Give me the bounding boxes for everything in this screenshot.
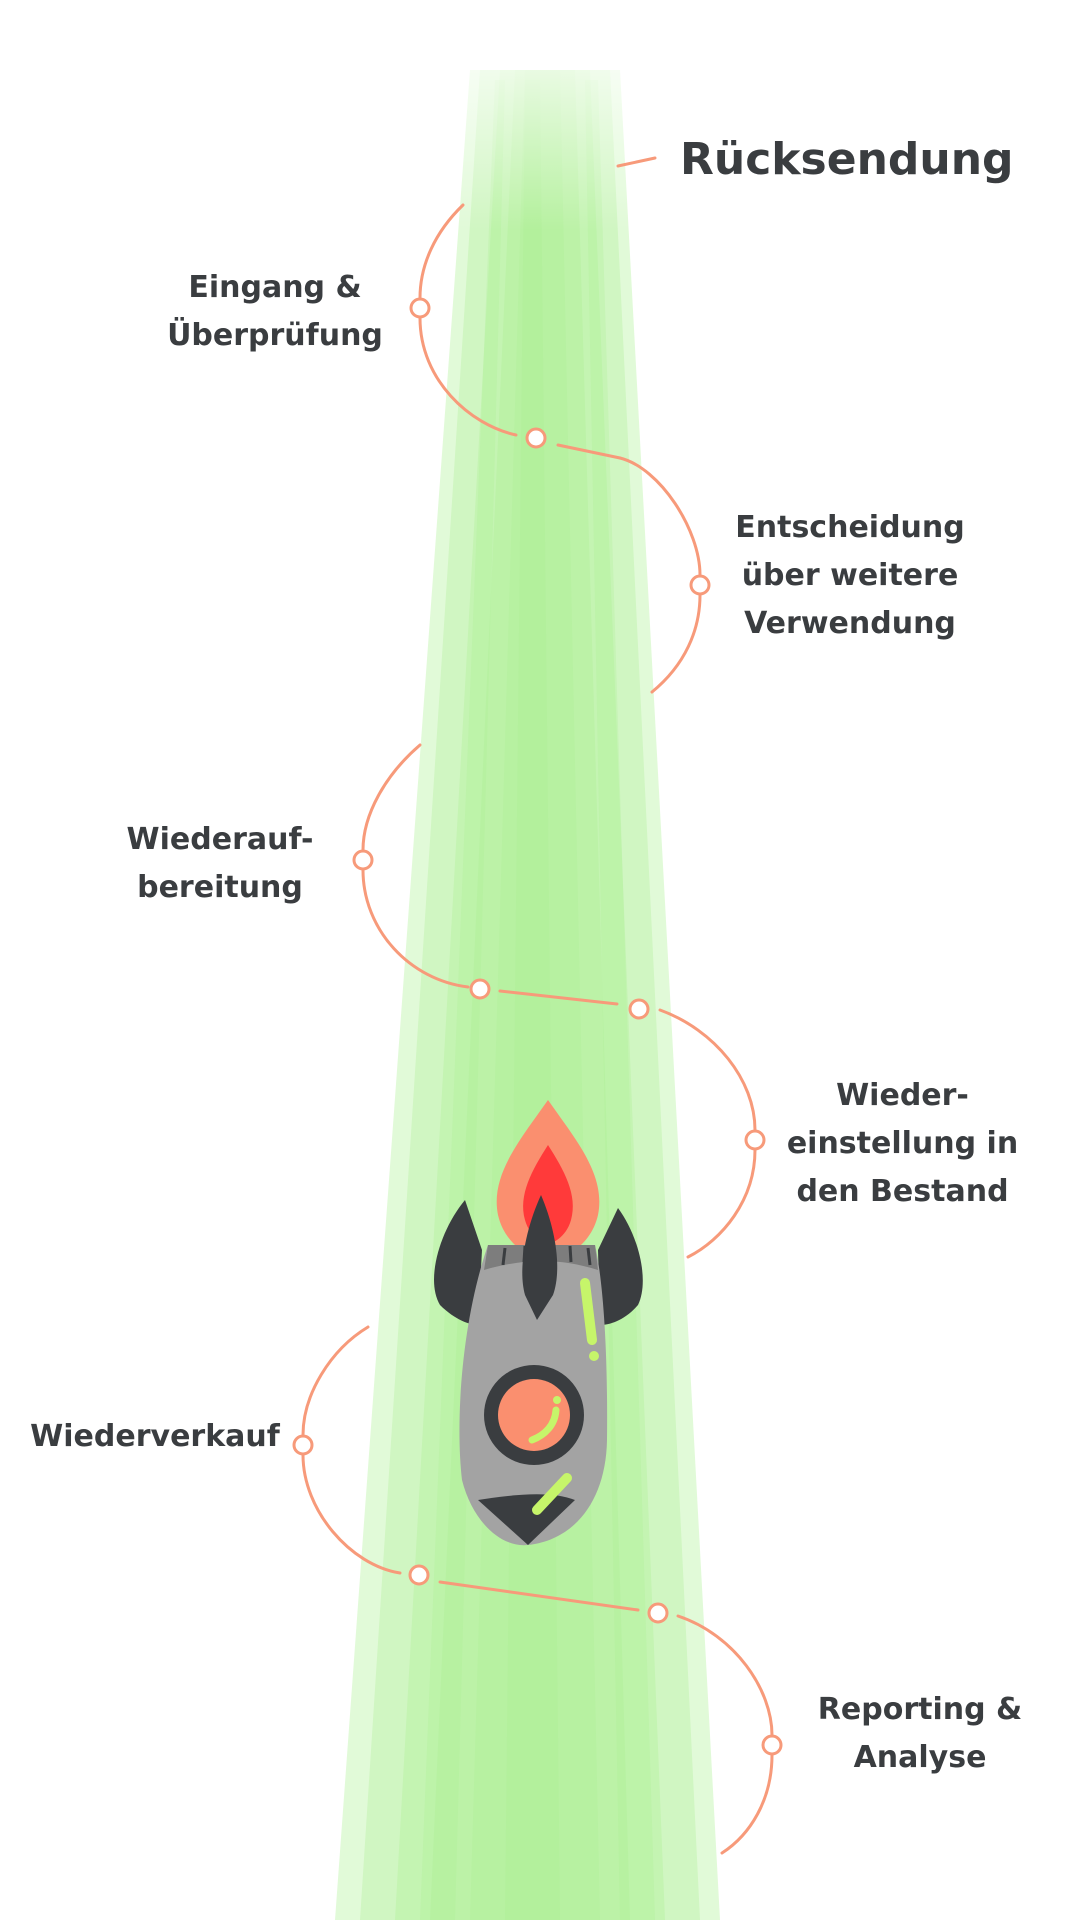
step-label-line: Wiederauf- bbox=[126, 822, 314, 857]
rocket-icon bbox=[434, 1100, 643, 1546]
body-highlight-lower bbox=[532, 1473, 572, 1515]
node-junction bbox=[408, 1564, 430, 1586]
node-entscheidung bbox=[689, 574, 711, 596]
process-path bbox=[301, 156, 774, 1855]
diagram-title: Rücksendung bbox=[680, 134, 1014, 185]
step-label-line: Analyse bbox=[853, 1740, 987, 1775]
node-junction bbox=[525, 427, 547, 449]
step-label-wiederverkauf: Wiederverkauf bbox=[20, 1413, 290, 1461]
path-nodes bbox=[292, 297, 783, 1756]
step-label-line: bereitung bbox=[137, 870, 303, 905]
node-reporting bbox=[761, 1734, 783, 1756]
step-label-line: Wieder- bbox=[836, 1078, 969, 1113]
body-highlight-dot bbox=[589, 1351, 599, 1361]
node-wiederaufbereitung bbox=[352, 849, 374, 871]
beam-fade bbox=[300, 0, 750, 1920]
step-label-reporting: Reporting & Analyse bbox=[800, 1686, 1040, 1782]
step-label-line: Wiederverkauf bbox=[30, 1419, 280, 1454]
step-label-entscheidung: Entscheidung über weitere Verwendung bbox=[720, 504, 980, 648]
window-highlight bbox=[528, 1406, 560, 1444]
step-label-line: einstellung in bbox=[786, 1126, 1019, 1161]
step-label-eingang: Eingang & Überprüfung bbox=[145, 264, 405, 360]
center-fin bbox=[522, 1195, 558, 1320]
step-label-wiederaufbereitung: Wiederauf- bereitung bbox=[100, 816, 340, 912]
left-fin bbox=[434, 1200, 482, 1325]
step-label-line: Entscheidung bbox=[735, 510, 965, 545]
step-label-line: Verwendung bbox=[744, 606, 956, 641]
node-eingang bbox=[409, 297, 431, 319]
node-junction bbox=[647, 1602, 669, 1624]
rocket-window bbox=[498, 1379, 570, 1451]
step-label-line: Reporting & bbox=[817, 1692, 1023, 1727]
step-label-line: Überprüfung bbox=[167, 318, 383, 353]
right-fin bbox=[598, 1208, 643, 1325]
node-wiederverkauf bbox=[292, 1434, 314, 1456]
node-junction bbox=[469, 978, 491, 1000]
rocket-nose bbox=[478, 1494, 575, 1545]
window-highlight-dot bbox=[553, 1396, 561, 1404]
step-label-line: über weitere bbox=[741, 558, 959, 593]
step-label-line: Eingang & bbox=[188, 270, 362, 305]
node-wiedereinstellung bbox=[744, 1129, 766, 1151]
node-junction bbox=[628, 998, 650, 1020]
step-label-wiedereinstellung: Wieder- einstellung in den Bestand bbox=[775, 1072, 1030, 1216]
body-highlight bbox=[580, 1278, 597, 1345]
step-label-line: den Bestand bbox=[796, 1174, 1009, 1209]
